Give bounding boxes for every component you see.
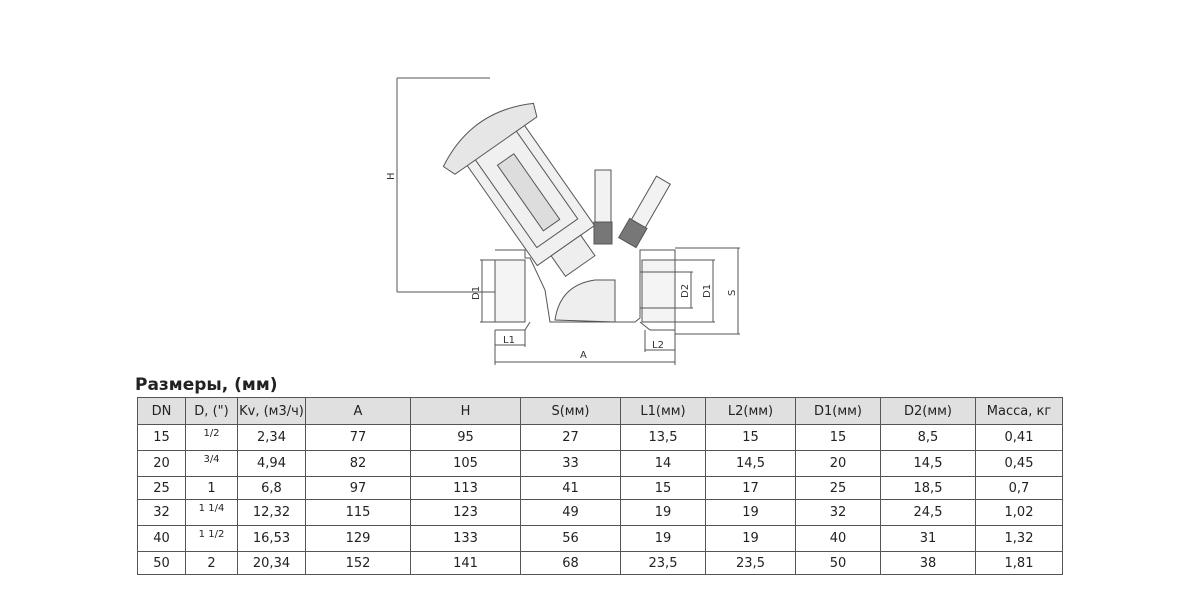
table-cell: 15 xyxy=(795,424,881,451)
table-cell: 56 xyxy=(520,525,621,552)
table-cell: 123 xyxy=(410,499,521,526)
column-header: D2(мм) xyxy=(880,397,976,425)
table-cell: 13,5 xyxy=(620,424,706,451)
table-cell: 20 xyxy=(137,450,186,477)
table-cell: 19 xyxy=(705,525,796,552)
table-cell: 1 1/2 xyxy=(185,525,238,552)
dim-label-d1-left: D1 xyxy=(471,286,482,300)
table-cell: 82 xyxy=(305,450,411,477)
table-cell: 14,5 xyxy=(880,450,976,477)
table-cell: 2 xyxy=(185,551,238,575)
table-cell: 105 xyxy=(410,450,521,477)
valve-drawing: H D1 D2 D1 S L1 L2 A xyxy=(386,77,740,365)
table-cell: 19 xyxy=(620,499,706,526)
table-cell: 25 xyxy=(137,476,186,500)
table-cell: 14,5 xyxy=(705,450,796,477)
table-cell: 19 xyxy=(620,525,706,552)
column-header: L1(мм) xyxy=(620,397,706,425)
table-cell: 141 xyxy=(410,551,521,575)
table-cell: 1/2 xyxy=(185,424,238,451)
table-cell: 15 xyxy=(620,476,706,500)
table-cell: 20,34 xyxy=(237,551,306,575)
table-cell: 77 xyxy=(305,424,411,451)
table-cell: 3/4 xyxy=(185,450,238,477)
section-title: Размеры, (мм) xyxy=(135,375,278,395)
column-header: D, (") xyxy=(185,397,238,425)
dim-label-s: S xyxy=(727,290,738,296)
table-cell: 115 xyxy=(305,499,411,526)
dim-label-d2: D2 xyxy=(680,284,691,298)
table-cell: 20 xyxy=(795,450,881,477)
column-header: DN xyxy=(137,397,186,425)
table-cell: 1,32 xyxy=(975,525,1063,552)
column-header: S(мм) xyxy=(520,397,621,425)
table-cell: 152 xyxy=(305,551,411,575)
table-cell: 97 xyxy=(305,476,411,500)
table-cell: 0,41 xyxy=(975,424,1063,451)
table-cell: 23,5 xyxy=(620,551,706,575)
table-cell: 18,5 xyxy=(880,476,976,500)
table-cell: 133 xyxy=(410,525,521,552)
table-cell: 68 xyxy=(520,551,621,575)
column-header: D1(мм) xyxy=(795,397,881,425)
table-cell: 40 xyxy=(137,525,186,552)
table-cell: 2,34 xyxy=(237,424,306,451)
column-header: Kv, (м3/ч) xyxy=(237,397,306,425)
table-cell: 4,94 xyxy=(237,450,306,477)
table-cell: 1,02 xyxy=(975,499,1063,526)
table-cell: 1 1/4 xyxy=(185,499,238,526)
table-cell: 15 xyxy=(705,424,796,451)
dim-label-l1: L1 xyxy=(503,335,515,346)
dim-label-h: H xyxy=(386,172,397,180)
column-header: A xyxy=(305,397,411,425)
dim-label-a: A xyxy=(580,350,587,361)
table-cell: 6,8 xyxy=(237,476,306,500)
table-cell: 1 xyxy=(185,476,238,500)
table-cell: 0,45 xyxy=(975,450,1063,477)
table-cell: 33 xyxy=(520,450,621,477)
table-cell: 31 xyxy=(880,525,976,552)
table-cell: 113 xyxy=(410,476,521,500)
table-cell: 0,7 xyxy=(975,476,1063,500)
table-cell: 24,5 xyxy=(880,499,976,526)
dim-label-l2: L2 xyxy=(652,340,664,351)
table-cell: 1,81 xyxy=(975,551,1063,575)
table-cell: 14 xyxy=(620,450,706,477)
table-cell: 8,5 xyxy=(880,424,976,451)
table-cell: 38 xyxy=(880,551,976,575)
table-cell: 32 xyxy=(795,499,881,526)
table-cell: 25 xyxy=(795,476,881,500)
table-cell: 41 xyxy=(520,476,621,500)
table-cell: 40 xyxy=(795,525,881,552)
table-cell: 12,32 xyxy=(237,499,306,526)
table-cell: 49 xyxy=(520,499,621,526)
table-cell: 27 xyxy=(520,424,621,451)
table-cell: 19 xyxy=(705,499,796,526)
table-cell: 50 xyxy=(137,551,186,575)
table-cell: 16,53 xyxy=(237,525,306,552)
table-cell: 32 xyxy=(137,499,186,526)
column-header: L2(мм) xyxy=(705,397,796,425)
table-cell: 17 xyxy=(705,476,796,500)
table-cell: 50 xyxy=(795,551,881,575)
table-cell: 129 xyxy=(305,525,411,552)
table-cell: 15 xyxy=(137,424,186,451)
column-header: Масса, кг xyxy=(975,397,1063,425)
column-header: H xyxy=(410,397,521,425)
table-cell: 23,5 xyxy=(705,551,796,575)
dim-label-d1-right: D1 xyxy=(702,284,713,298)
table-cell: 95 xyxy=(410,424,521,451)
